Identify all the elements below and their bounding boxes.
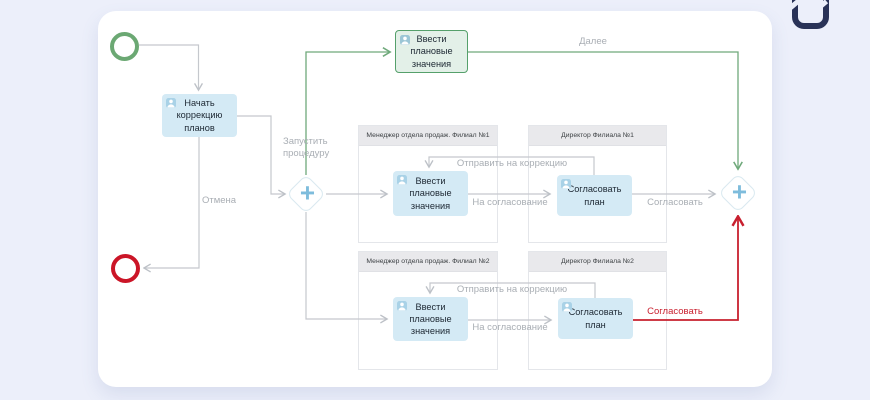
edge-label-to-approval-branch1: На согласование [472,197,548,208]
task-label: Ввести плановые значения [410,34,453,69]
task-start-plan-correction[interactable]: Начать коррекцию планов [162,94,237,137]
task-enter-plan-values-branch1[interactable]: Ввести плановые значения [393,171,468,216]
edge-label-approved-branch1: Согласовать [647,197,703,208]
user-icon [166,98,176,108]
edge-label-next: Далее [579,36,607,47]
task-approve-plan-branch1[interactable]: Согласовать план [557,175,632,216]
user-icon [400,35,410,45]
plus-icon: + [731,176,748,207]
edge-label-send-to-correction-branch1: Отправить на коррекцию [456,158,568,169]
task-approve-plan-branch2[interactable]: Согласовать план [558,298,633,339]
lane-header: Директор Филиала №1 [529,126,666,146]
lane-header: Директор Филиала №2 [529,252,666,272]
edge-label-to-approval-branch2: На согласование [472,322,548,333]
task-label: Согласовать план [568,307,623,330]
user-icon [397,175,407,185]
edge-label-start-procedure: Запустить процедуру [283,136,330,159]
task-enter-plan-values-branch2[interactable]: Ввести плановые значения [393,297,468,341]
task-label: Начать коррекцию планов [176,98,223,133]
task-enter-plan-values-top[interactable]: Ввести плановые значения [395,30,468,73]
edge-label-approved-branch2: Согласовать [647,306,703,317]
task-label: Согласовать план [567,184,622,207]
user-icon [562,302,572,312]
lane-header: Менеджер отдела продаж. Филиал №1 [359,126,497,146]
task-label: Ввести плановые значения [409,301,452,337]
task-label: Ввести плановые значения [409,176,452,211]
brand-logo-icon [788,0,834,29]
user-icon [397,301,407,311]
edge-label-cancel: Отмена [202,195,237,206]
edge-label-send-to-correction-branch2: Отправить на коррекцию [456,284,568,295]
plus-icon: + [299,177,316,208]
end-event[interactable] [111,254,140,283]
start-event[interactable] [110,32,139,61]
lane-header: Менеджер отдела продаж. Филиал №2 [359,252,497,272]
user-icon [561,179,571,189]
